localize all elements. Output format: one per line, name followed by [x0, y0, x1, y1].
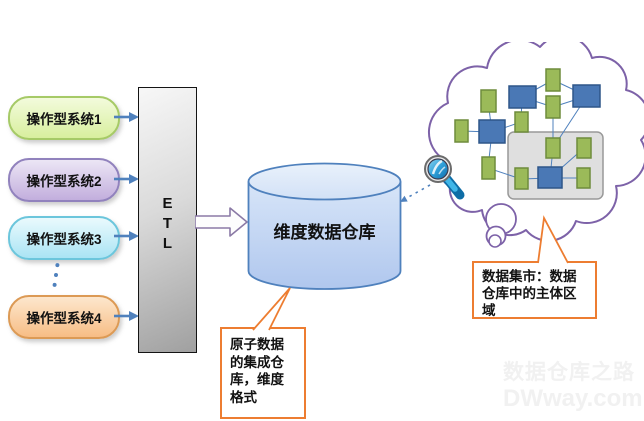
fact-node: [537, 166, 563, 189]
operational-system-label-4: 操作型系统4: [26, 311, 102, 326]
datamart-callout-tail: [537, 215, 569, 264]
drilldown-dashed-arrow-icon: [400, 184, 431, 202]
etl-box: E T L: [138, 87, 197, 353]
dimension-node: [454, 119, 469, 143]
magnifier-icon: [424, 155, 465, 200]
dimension-nodes: [454, 68, 592, 190]
etl-to-warehouse-arrow-icon: [195, 207, 248, 237]
dimension-node: [545, 68, 561, 92]
datamart-callout-line2: 仓库中的主体区: [482, 286, 577, 301]
operational-system-label-2: 操作型系统2: [26, 174, 102, 189]
operational-system-pill-4: 操作型系统4: [8, 295, 120, 339]
dimension-node: [481, 156, 496, 180]
system2-to-etl-arrow-icon: [114, 174, 139, 184]
etl-label: E T L: [139, 194, 196, 254]
watermark: 数据仓库之路 DWway.com: [503, 360, 643, 412]
fact-node: [508, 85, 537, 109]
cylinder-shape: [247, 162, 402, 290]
dimension-node: [576, 167, 591, 189]
more-systems-ellipsis: [52, 262, 60, 288]
system1-to-etl-arrow-icon: [114, 112, 139, 122]
fact-node: [478, 119, 506, 144]
fact-nodes: [478, 84, 601, 189]
warehouse-callout-line3: 库，维度: [230, 372, 284, 387]
dimension-node: [576, 137, 592, 159]
warehouse-callout-line2: 的集成仓: [230, 354, 284, 370]
operational-system-label-3: 操作型系统3: [26, 232, 102, 247]
watermark-line1: 数据仓库之路: [503, 361, 635, 384]
system4-to-etl-arrow-icon: [114, 311, 139, 321]
warehouse-cylinder: 维度数据仓库: [247, 162, 402, 292]
dimension-node: [545, 95, 561, 119]
dimension-node: [545, 137, 561, 159]
etl-letter-e: E: [162, 195, 173, 212]
warehouse-callout: 原子数据 的集成仓 库，维度 格式: [220, 327, 306, 419]
datamart-callout: 数据集市：数据 仓库中的主体区 域: [472, 261, 597, 319]
operational-system-pill-1: 操作型系统1: [8, 96, 120, 140]
datamart-cloud-scene: [400, 42, 644, 248]
operational-system-pill-2: 操作型系统2: [8, 158, 120, 202]
datamart-callout-line3: 域: [482, 303, 496, 318]
thought-bubble-small: [488, 234, 502, 248]
fact-node: [572, 84, 601, 108]
system3-to-etl-arrow-icon: [114, 231, 139, 241]
watermark-line2: DWway.com: [503, 385, 643, 412]
datamart-callout-line1: 数据集市：数据: [482, 269, 577, 284]
etl-letter-l: L: [162, 235, 173, 252]
dimension-node: [514, 111, 529, 133]
etl-letter-t: T: [162, 215, 173, 232]
warehouse-label: 维度数据仓库: [273, 223, 376, 242]
operational-system-label-1: 操作型系统1: [26, 112, 102, 127]
warehouse-callout-tail: [252, 287, 291, 331]
operational-system-pill-3: 操作型系统3: [8, 216, 120, 260]
dimension-node: [514, 167, 529, 190]
dimension-node: [480, 89, 497, 113]
warehouse-callout-line4: 格式: [230, 389, 257, 405]
warehouse-callout-line1: 原子数据: [230, 337, 284, 352]
